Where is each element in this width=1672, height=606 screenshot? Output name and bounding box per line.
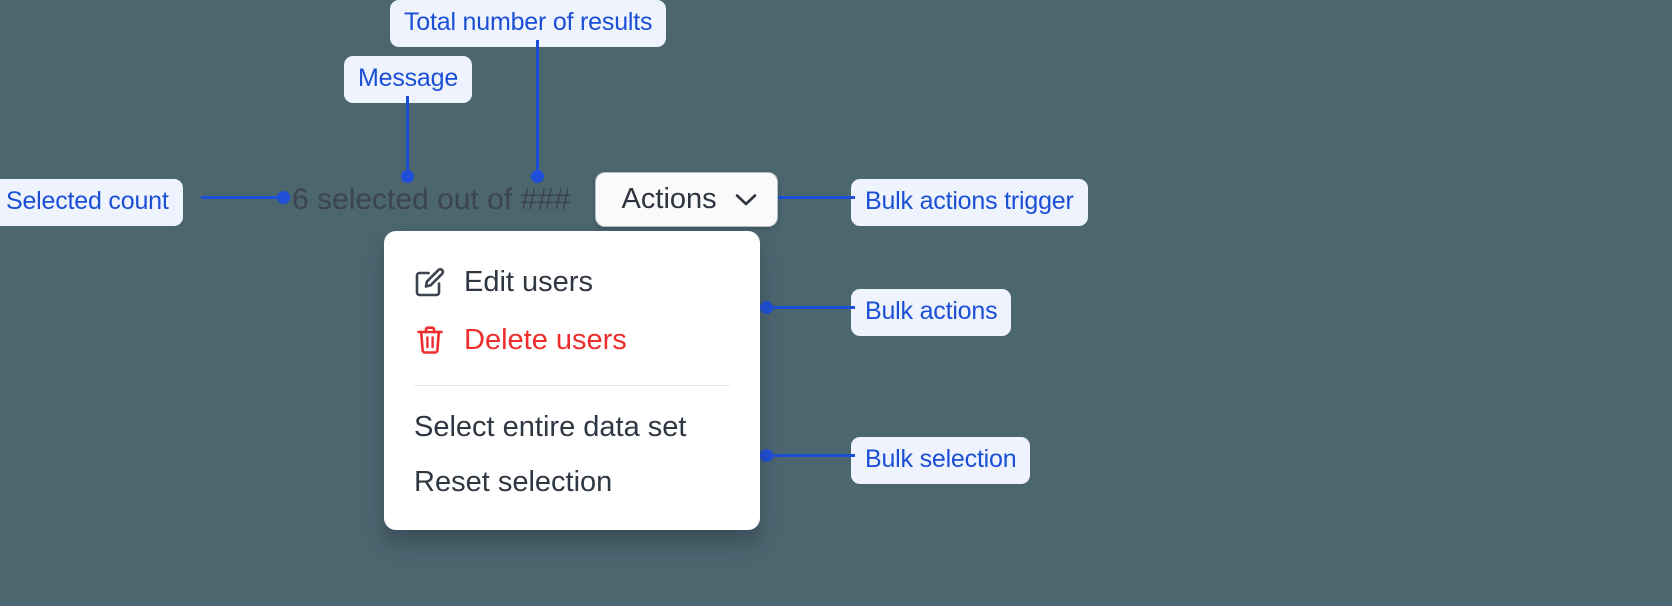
connector-message [406,96,409,176]
annotation-bulk-actions: Bulk actions [851,289,1012,336]
connector-dot-selected-count [277,191,290,204]
connector-dot-bulk-selection [760,449,773,462]
connector-total-number-of-results [536,40,539,176]
menu-divider [414,385,730,386]
menu-item-edit-users[interactable]: Edit users [384,253,760,311]
bulk-actions-trigger-label: Actions [621,183,717,215]
menu-item-select-entire-data-set[interactable]: Select entire data set [384,400,760,455]
chevron-down-icon [735,193,756,205]
connector-selected-count [201,196,285,199]
selected-count-message: 6 selected out of ### [292,182,571,216]
connector-bulk-actions [765,306,855,309]
annotation-total-number-of-results: Total number of results [390,0,667,47]
menu-item-label: Delete users [464,323,627,356]
connector-dot-total-number-of-results [531,170,544,183]
menu-item-delete-users[interactable]: Delete users [384,311,760,369]
bulk-actions-toolbar: 6 selected out of ### Actions [292,172,778,227]
connector-dot-bulk-actions [760,301,773,314]
menu-item-label: Edit users [464,265,593,298]
menu-item-reset-selection[interactable]: Reset selection [384,455,760,510]
annotation-selected-count: Selected count [0,179,183,226]
menu-item-label: Select entire data set [414,411,687,443]
annotation-message: Message [344,56,473,103]
edit-pencil-square-icon [415,268,445,297]
connector-bulk-actions-trigger [765,196,855,199]
annotation-bulk-actions-trigger: Bulk actions trigger [851,179,1088,226]
annotation-bulk-selection: Bulk selection [851,437,1031,484]
trash-icon [417,326,443,354]
menu-item-label: Reset selection [414,466,613,498]
connector-dot-message [401,170,414,183]
bulk-actions-menu: Edit users Delete users Select entire da… [384,231,760,530]
bulk-actions-trigger-button[interactable]: Actions [594,172,778,227]
connector-bulk-selection [765,454,855,457]
